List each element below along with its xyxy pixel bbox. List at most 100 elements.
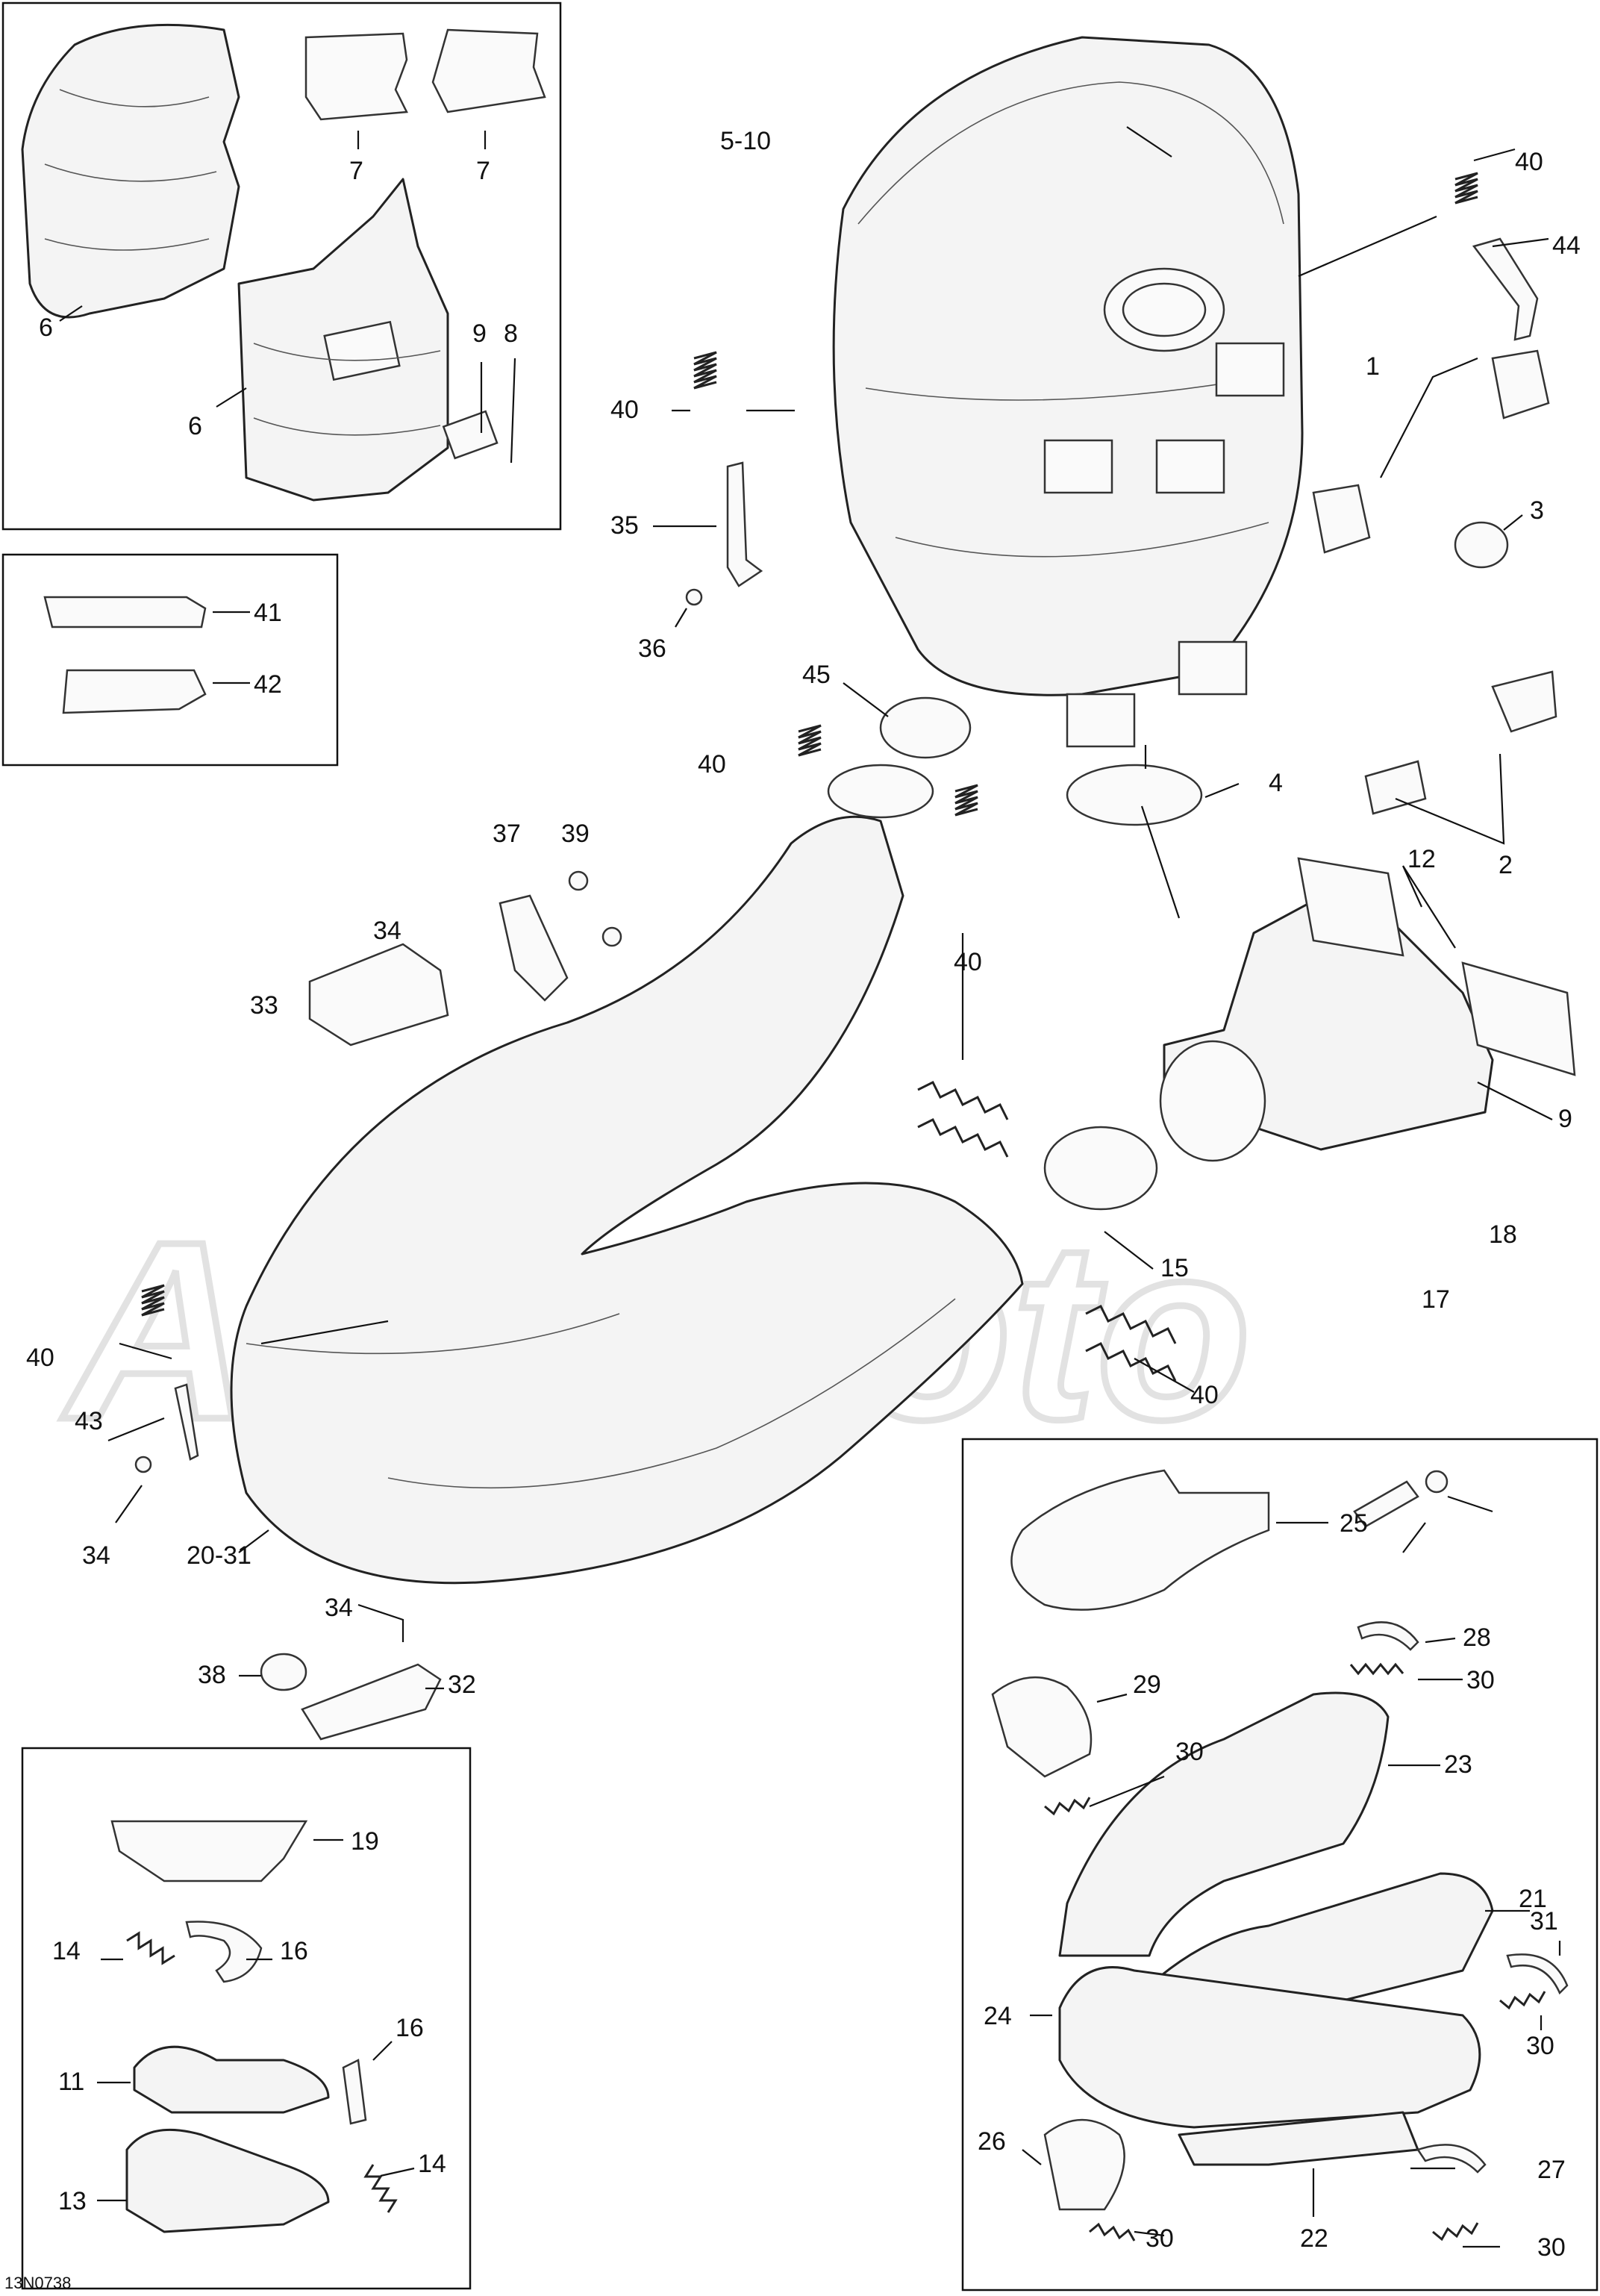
pipe-hardware: 40 37 39 34 33 40 12 9 18 15 17 40 40 43…	[26, 724, 1576, 1741]
washer-18	[1425, 1470, 1449, 1494]
callout-5-10: 5-10	[720, 127, 771, 155]
clamp-26	[1043, 2118, 1125, 2211]
callout-45: 45	[802, 661, 831, 689]
nut-39a	[568, 870, 589, 891]
box-heat-shields: 7 7 6 6 9 8	[1, 1, 562, 531]
callout-9-box1: 9	[472, 319, 487, 348]
spring-30-a	[1349, 1662, 1404, 1676]
clamp-27	[1416, 2144, 1487, 2174]
callout-4: 4	[1269, 769, 1283, 797]
clamp-16-bottom	[342, 2059, 367, 2125]
manifold-gasket-a	[1297, 857, 1404, 957]
callout-40-top: 40	[1515, 148, 1543, 176]
bracket-37	[499, 894, 569, 1002]
heat-shield-upper	[21, 23, 240, 319]
pad-42	[62, 669, 207, 714]
rubber-mount-1a	[1491, 349, 1550, 419]
box-pads: 41 42	[1, 553, 339, 767]
callout-18: 18	[1489, 1220, 1517, 1249]
callout-30-d: 30	[1146, 2224, 1174, 2253]
pad-41	[43, 596, 207, 628]
callout-34-b: 34	[82, 1541, 110, 1570]
spring-40-mid	[693, 351, 717, 390]
callout-31: 31	[1530, 1907, 1558, 1935]
pipe-inlet	[827, 764, 934, 819]
callout-22: 22	[1300, 2224, 1328, 2253]
callout-11: 11	[58, 2068, 84, 2096]
callout-30-e: 30	[1537, 2233, 1566, 2262]
callout-40-f: 40	[1190, 1381, 1219, 1409]
spring-30-c	[1499, 1991, 1546, 2010]
shield-22	[1178, 2111, 1419, 2166]
callout-6a: 6	[39, 313, 53, 342]
shield-24	[1058, 1966, 1481, 2129]
callout-43: 43	[75, 1407, 103, 1435]
spring-40-b	[954, 784, 978, 817]
callout-9: 9	[1558, 1105, 1572, 1133]
callout-21: 21	[1519, 1885, 1547, 1913]
shield-23	[1058, 1691, 1390, 1957]
bracket-44	[1472, 237, 1539, 341]
callout-37: 37	[493, 820, 521, 848]
drawing-number: 13N0738	[4, 2274, 71, 2292]
callout-40-a: 40	[698, 750, 726, 779]
callout-40-mid: 40	[610, 396, 639, 424]
callout-8: 8	[504, 319, 518, 348]
tuned-pipe	[230, 764, 1024, 1585]
callout-7b: 7	[476, 157, 490, 185]
callout-30-c: 30	[1526, 2032, 1554, 2060]
bracket-32	[301, 1663, 442, 1741]
rubber-mount-2b	[1364, 760, 1427, 815]
insulation-pad-left	[304, 32, 408, 121]
callout-13: 13	[58, 2187, 87, 2215]
nut-39b	[601, 926, 622, 947]
callout-3: 3	[1530, 496, 1544, 525]
callout-16-bottom: 16	[396, 2014, 424, 2042]
clamp-31	[1506, 1953, 1569, 1995]
callout-1: 1	[1366, 352, 1380, 381]
insulation-pad-right	[431, 28, 546, 113]
spring-40-f	[1085, 1341, 1177, 1382]
callout-14-bottom: 14	[418, 2150, 446, 2178]
callout-44: 44	[1552, 231, 1581, 260]
shield-13	[125, 2128, 330, 2233]
spring-14-top	[126, 1931, 175, 1965]
rubber-mount-2a	[1491, 670, 1557, 733]
spring-30-b	[1044, 1797, 1091, 1816]
callout-34-a: 34	[373, 917, 401, 945]
grommet-4	[1066, 764, 1203, 826]
callout-16-top: 16	[280, 1937, 308, 1965]
callout-33: 33	[250, 991, 278, 1020]
callout-24: 24	[984, 2002, 1012, 2030]
callout-28: 28	[1463, 1623, 1491, 1652]
screw-34-left	[134, 1456, 152, 1473]
bracket-43	[174, 1383, 199, 1461]
callout-20-31: 20-31	[187, 1541, 251, 1570]
callout-32: 32	[448, 1670, 476, 1699]
grommet-38	[260, 1653, 307, 1691]
callout-41: 41	[254, 599, 282, 627]
spring-40-g	[141, 1284, 165, 1317]
muffler-assembly	[832, 36, 1304, 826]
nut-36	[685, 588, 703, 606]
shield-11	[133, 2045, 330, 2114]
callout-14-top: 14	[52, 1937, 81, 1965]
pad-19	[110, 1820, 308, 1882]
callout-25: 25	[1340, 1509, 1368, 1538]
callout-6b: 6	[188, 412, 202, 440]
muffler-body	[832, 36, 1304, 696]
spring-30-d	[1089, 2222, 1136, 2242]
spring-40-c	[917, 1080, 1009, 1120]
callout-38: 38	[198, 1661, 226, 1689]
callout-7a: 7	[349, 157, 363, 185]
clamp-16-top	[185, 1921, 263, 1983]
bolt-17	[1353, 1480, 1419, 1528]
manifold-gasket-b	[1461, 961, 1576, 1076]
callout-35: 35	[610, 511, 639, 540]
callout-39: 39	[561, 820, 590, 848]
callout-40-d: 40	[954, 948, 982, 976]
clamp-28	[1357, 1621, 1419, 1651]
callout-34-c: 34	[325, 1594, 353, 1622]
spring-40-top	[1454, 172, 1478, 205]
